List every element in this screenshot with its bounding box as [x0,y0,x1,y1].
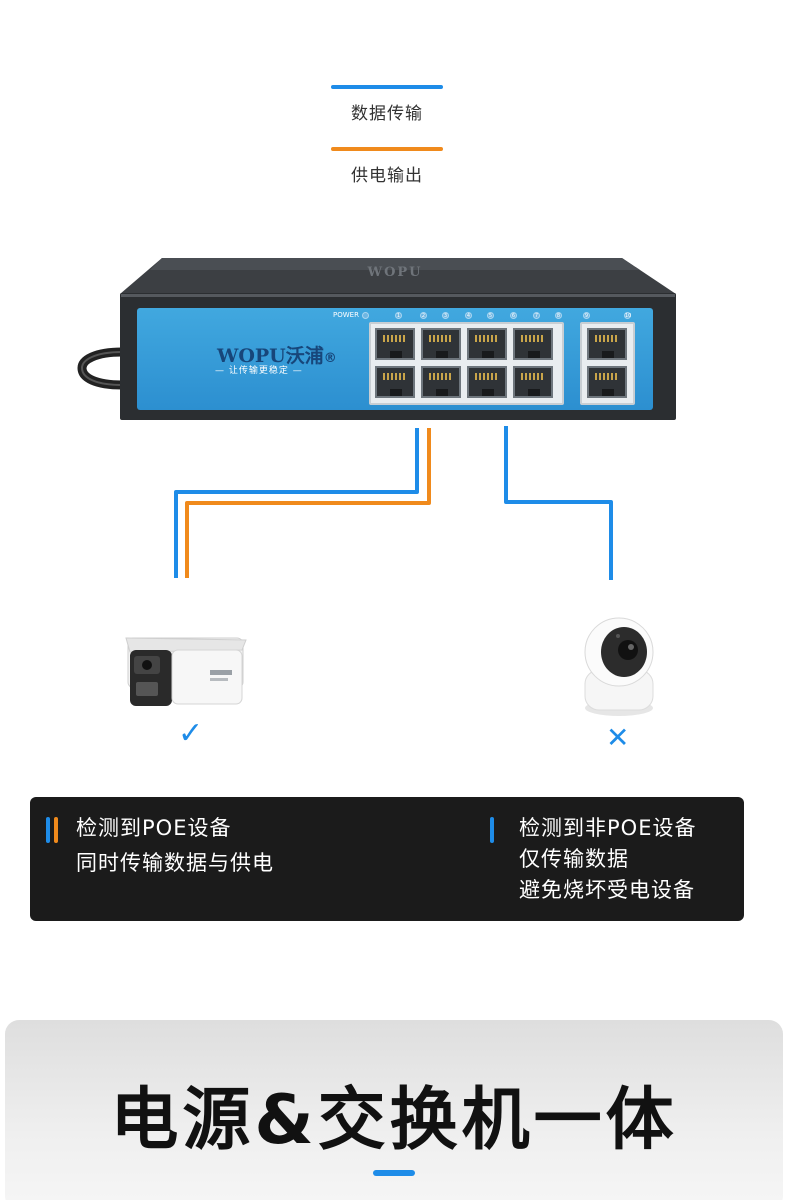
uplink-port[interactable] [587,366,627,398]
ethernet-port[interactable] [513,366,553,398]
data-legend-line [331,85,443,89]
poe-port-block [369,322,564,405]
non-poe-protection-text: 避免烧坏受电设备 [519,878,695,902]
switch-front-panel: WOPU沃浦® — 让传输更稳定 — POWER 1 2 3 4 5 6 7 8… [137,308,653,410]
port-led-8: 8 [555,312,562,319]
cable-diagram [174,426,613,580]
port-led-9: 9 [583,312,590,319]
data-cable-right [504,426,613,580]
port-led-3: 3 [442,312,449,319]
ethernet-port[interactable] [421,366,461,398]
section-title: 电源&交换机一体 [110,1081,678,1160]
power-legend-label: 供电输出 [351,166,423,186]
data-only-indicator-bar [490,817,494,843]
poe-detect-text: 检测到POE设备 [76,816,232,840]
unsupported-x-icon: ✕ [606,721,630,754]
port-led-7: 7 [533,312,540,319]
data-legend-label: 数据传输 [351,104,423,124]
power-led [362,312,369,319]
brand-logo: WOPU沃浦® [217,345,337,367]
supported-check-icon: ✓ [178,716,204,751]
port-led-1: 1 [395,312,402,319]
power-label: POWER [333,311,359,319]
power-cable-left [185,428,431,578]
brand-slogan: — 让传输更稳定 — [215,366,303,376]
uplink-port[interactable] [587,328,627,360]
non-poe-behavior-text: 仅传输数据 [519,847,629,871]
power-indicator-bar [54,817,58,843]
port-led-6: 6 [510,312,517,319]
data-cable-left [174,428,419,578]
ethernet-port[interactable] [375,366,415,398]
port-led-10: 10 [624,312,632,319]
title-underline [373,1170,415,1176]
port-led-5: 5 [487,312,494,319]
ethernet-port[interactable] [513,328,553,360]
poe-behavior-text: 同时传输数据与供电 [76,851,274,875]
ethernet-port[interactable] [421,328,461,360]
non-poe-detect-text: 检测到非POE设备 [519,816,697,840]
info-panel: 检测到POE设备 同时传输数据与供电 检测到非POE设备 仅传输数据 避免烧坏受… [30,797,744,921]
ethernet-port[interactable] [467,366,507,398]
port-led-2: 2 [420,312,427,319]
dome-camera-icon [584,617,654,716]
feature-section: 电源&交换机一体 [5,1020,783,1200]
uplink-port-block [580,322,635,405]
ethernet-port[interactable] [375,328,415,360]
power-legend-line [331,147,443,151]
data-indicator-bar [46,817,50,843]
bullet-camera-icon [125,637,247,706]
svg-text:WOPU: WOPU [366,265,422,280]
ethernet-port[interactable] [467,328,507,360]
port-led-4: 4 [465,312,472,319]
